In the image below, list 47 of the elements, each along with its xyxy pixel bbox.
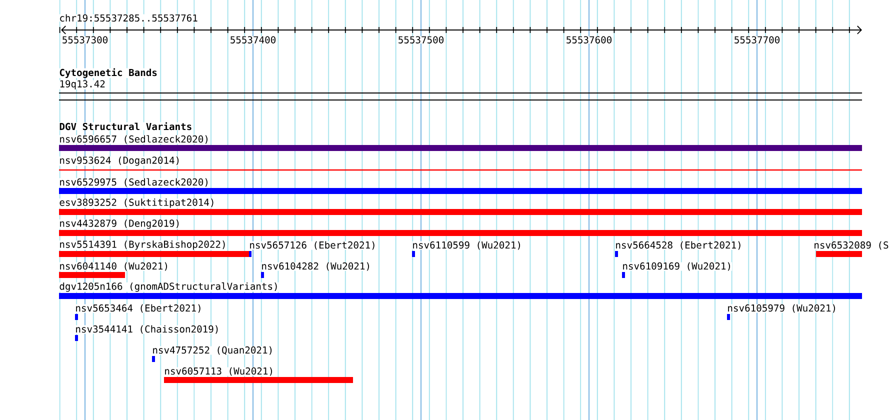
node-label: nsv5664528 (Ebert2021) (616, 241, 740, 250)
variant-feature: nsv5653464 (Ebert2021) (75, 304, 202, 320)
tick-label: 55537700 (734, 36, 780, 44)
variant-feature: dgv1205n166 (gnomADStructuralVariants) (59, 282, 862, 299)
variant-feature: nsv6596657 (Sedlazeck2020) (59, 135, 862, 151)
variant-feature: nsv6109169 (Wu2021) (622, 262, 732, 278)
track-title: Cytogenetic Bands (59, 68, 158, 78)
tick-label: 55537400 (230, 36, 276, 44)
variant-feature: nsv6532089 (S (814, 241, 889, 257)
node-label: nsv6109169 (Wu2021) (623, 262, 730, 271)
variant-feature: nsv6057113 (Wu2021) (164, 367, 353, 383)
variant-feature: nsv6110599 (Wu2021) (412, 241, 522, 257)
node-label: nsv6057113 (Wu2021) (165, 367, 272, 376)
node-label: nsv5657126 (Ebert2021) (250, 241, 374, 250)
variant-feature: nsv6105979 (Wu2021) (727, 304, 838, 320)
node-label: nsv6110599 (Wu2021) (413, 241, 520, 250)
node-label: nsv6105979 (Wu2021) (728, 304, 836, 313)
tick-label: 55537600 (566, 36, 612, 44)
variant-feature: nsv3544141 (Chaisson2019) (75, 325, 220, 341)
node-label: nsv3544141 (Chaisson2019) (76, 325, 218, 334)
band-label: 19q13.42 (59, 80, 106, 90)
variant-feature: esv3893252 (Suktitipat2014) (59, 198, 862, 215)
variant-feature: nsv6529975 (Sedlazeck2020) (59, 178, 862, 194)
variant-feature: nsv6041140 (Wu2021) (59, 262, 170, 278)
node-label: nsv6596657 (Sedlazeck2020) (60, 135, 208, 144)
node-label: nsv6104282 (Wu2021) (262, 262, 370, 271)
variant-feature: nsv4757252 (Quan2021) (152, 346, 274, 362)
node-label: nsv6529975 (Sedlazeck2020) (60, 178, 208, 187)
locus-label: chr19:55537285..55537761 (59, 14, 198, 22)
variant-feature: nsv4432879 (Deng2019) (59, 219, 862, 236)
node-label: nsv6041140 (Wu2021) (60, 262, 168, 271)
node-label: dgv1205n166 (gnomADStructuralVariants) (60, 282, 277, 292)
variant-feature: nsv953624 (Dogan2014) (59, 156, 862, 171)
node-label: nsv4432879 (Deng2019) (60, 219, 179, 229)
node-label: esv3893252 (Suktitipat2014) (60, 198, 214, 208)
node-label: nsv6532089 (S (814, 241, 888, 250)
node-label: nsv953624 (Dogan2014) (60, 156, 179, 166)
variant-feature: nsv6104282 (Wu2021) (261, 262, 372, 278)
node-label: nsv5653464 (Ebert2021) (76, 304, 200, 313)
tick-label: 55537500 (398, 36, 444, 44)
track-title: DGV Structural Variants (59, 122, 192, 130)
variant-feature: nsv5657126 (Ebert2021) (249, 241, 376, 257)
tick-label: 55537300 (62, 36, 108, 44)
variant-feature: nsv5664528 (Ebert2021) (615, 241, 742, 257)
node-label: nsv5514391 (ByrskaBishop2022) (60, 240, 225, 250)
variant-feature: nsv5514391 (ByrskaBishop2022) (59, 240, 249, 257)
node-label: nsv4757252 (Quan2021) (153, 346, 272, 355)
